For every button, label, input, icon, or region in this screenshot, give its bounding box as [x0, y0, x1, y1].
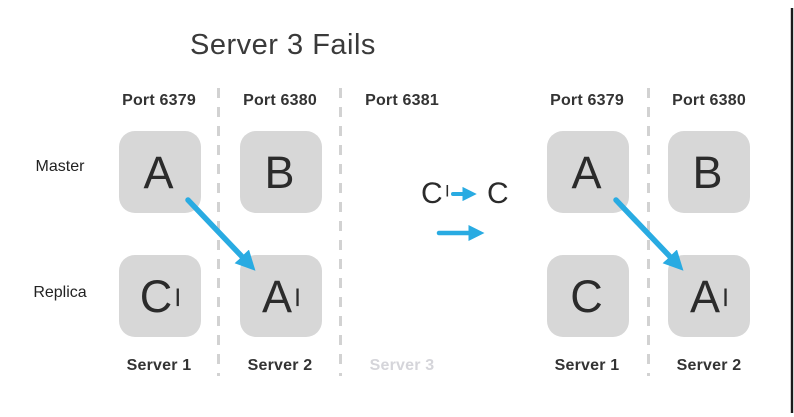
node-prime-mark: |	[294, 286, 301, 306]
left-server-3-failed-label: Server 3	[369, 357, 435, 374]
right-replica-node-c: C	[547, 255, 629, 337]
node-prime-mark: |	[722, 286, 729, 306]
left-server-2-label: Server 2	[247, 357, 313, 374]
right-replica-node-a-prime: A|	[668, 255, 750, 337]
node-letter: B	[264, 146, 295, 198]
left-master-node-b: B	[240, 131, 322, 213]
left-port-6380-label: Port 6380	[243, 92, 317, 109]
node-prime-mark: |	[445, 183, 450, 198]
diagram-title: Server 3 Fails	[190, 29, 376, 61]
right-server-1-label: Server 1	[554, 357, 620, 374]
node-letter: C	[139, 270, 173, 322]
node-letter: A	[261, 270, 292, 322]
left-master-node-a: A	[119, 131, 201, 213]
right-replication-arrow-icon	[613, 197, 684, 271]
right-server-2-label: Server 2	[676, 357, 742, 374]
transition-to-label: C	[487, 176, 512, 212]
row-label-master: Master	[35, 158, 85, 175]
node-letter: A	[143, 146, 174, 198]
transition-from-label: C|	[421, 176, 449, 212]
node-letter: C	[570, 270, 603, 322]
left-port-6381-label: Port 6381	[365, 92, 439, 109]
row-label-replica: Replica	[33, 284, 87, 301]
left-port-6379-label: Port 6379	[122, 92, 196, 109]
right-master-node-a: A	[547, 131, 629, 213]
right-master-node-b: B	[668, 131, 750, 213]
left-replication-arrow-icon	[185, 197, 256, 271]
node-letter: C	[421, 177, 443, 210]
right-port-6379-label: Port 6379	[550, 92, 624, 109]
left-replica-node-c-prime: C|	[119, 255, 201, 337]
node-letter: A	[689, 270, 720, 322]
left-server-1-label: Server 1	[126, 357, 192, 374]
left-replica-node-a-prime: A|	[240, 255, 322, 337]
right-port-6380-label: Port 6380	[672, 92, 746, 109]
node-letter: A	[571, 146, 602, 198]
node-letter: C	[487, 177, 509, 210]
node-prime-mark: |	[175, 286, 181, 306]
node-letter: B	[692, 146, 723, 198]
